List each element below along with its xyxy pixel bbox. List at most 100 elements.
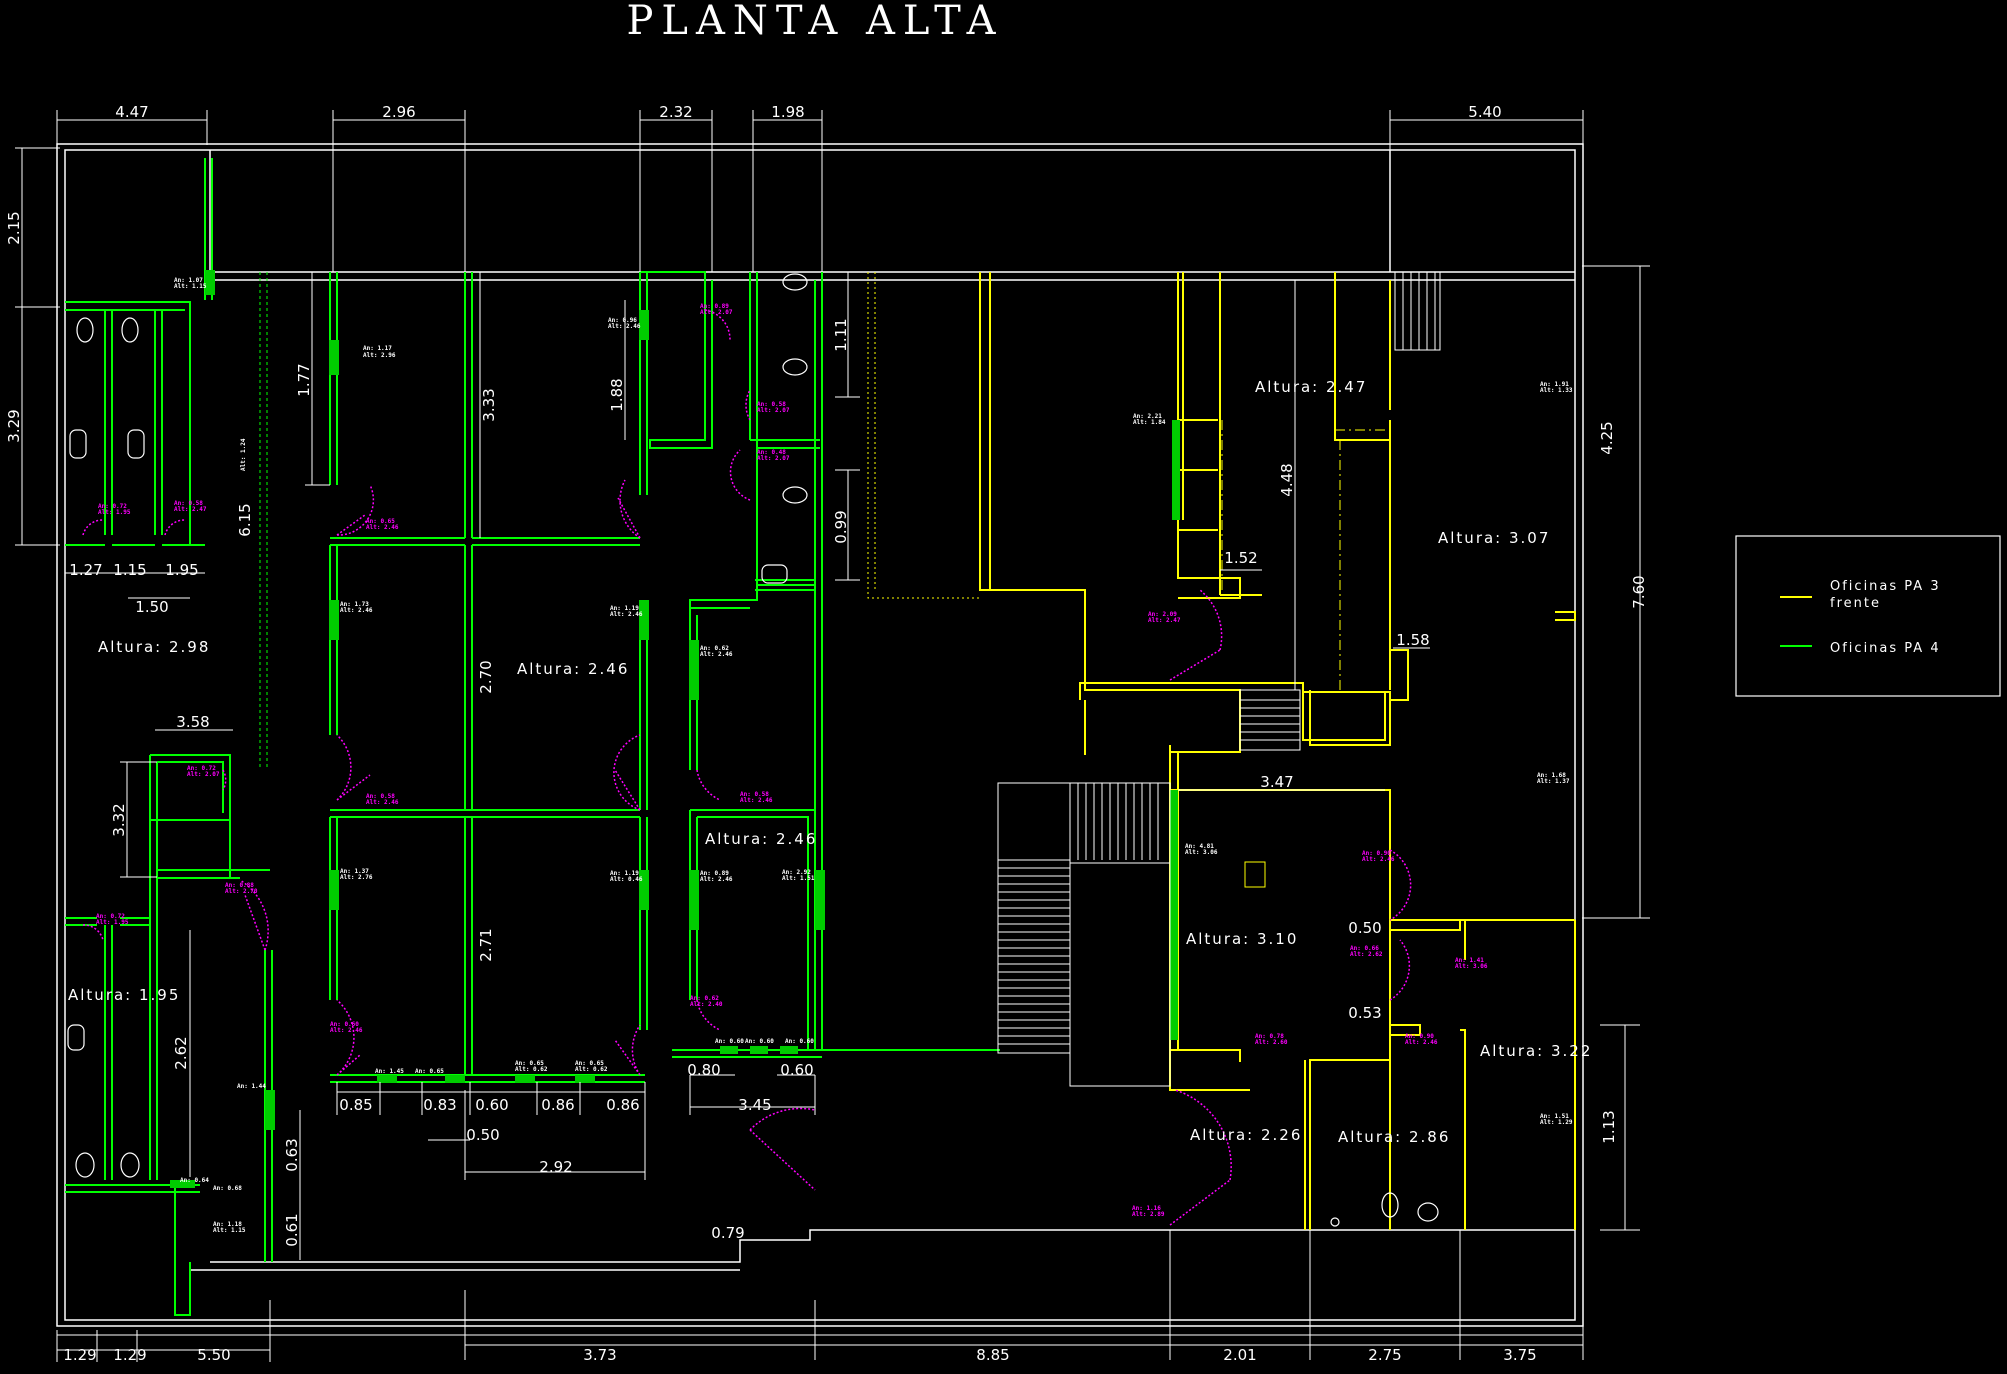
svg-text:An: 0.58: An: 0.58 [740, 791, 769, 798]
svg-text:An: 0.65: An: 0.65 [515, 1060, 544, 1067]
dim-right-3: 1.13 [1600, 1110, 1618, 1143]
legend-label-pa3-sub: frente [1830, 596, 1881, 611]
legend-box [1735, 535, 2001, 697]
pa3-hidden-lines [1221, 420, 1385, 690]
dim-left-3: 3.32 [110, 803, 128, 836]
dim-inner: 0.86 [606, 1096, 639, 1114]
svg-text:An: 2.21: An: 2.21 [1133, 413, 1162, 420]
room-label: Altura: 2.46 [705, 830, 817, 848]
dim-left-1: 2.15 [5, 211, 23, 244]
svg-text:Alt: 2.46: Alt: 2.46 [366, 799, 399, 806]
dimension-lines [15, 110, 1650, 1362]
legend-label-pa3: Oficinas PA 3 [1830, 579, 1941, 594]
svg-text:An: 1.41: An: 1.41 [1455, 957, 1484, 964]
svg-text:An: 0.72: An: 0.72 [98, 503, 127, 510]
dim-inner: 0.63 [283, 1138, 301, 1171]
svg-text:An: 0.48: An: 0.48 [757, 449, 786, 456]
svg-text:Alt: 2.62: Alt: 2.62 [1350, 951, 1383, 958]
svg-text:An: 0.72: An: 0.72 [187, 765, 216, 772]
dim-right-2: 7.60 [1630, 575, 1648, 608]
svg-text:Alt: 2.60: Alt: 2.60 [1255, 1039, 1288, 1046]
dim-bottom-8: 3.75 [1503, 1346, 1536, 1364]
svg-text:An: 1.37: An: 1.37 [340, 868, 369, 875]
pa3-walls [979, 272, 1576, 1230]
svg-text:Alt: 2.47: Alt: 2.47 [174, 506, 207, 513]
svg-text:An: 0.60: An: 0.60 [330, 1021, 359, 1028]
dim-inner: 3.33 [480, 388, 498, 421]
svg-text:An: 1.19: An: 1.19 [610, 605, 639, 612]
svg-text:Alt: 1.15: Alt: 1.15 [174, 283, 207, 290]
pa4-windows [170, 270, 1180, 1188]
svg-text:Alt: 3.06: Alt: 3.06 [1455, 963, 1488, 970]
legend: Oficinas PA 3 frente Oficinas PA 4 [1735, 535, 2001, 697]
dimension-labels: 4.47 2.96 2.32 1.98 5.40 1.29 1.29 5.50 … [5, 103, 1648, 1364]
dim-inner: 1.88 [608, 378, 626, 411]
dim-inner: 0.50 [1348, 919, 1381, 937]
svg-text:An: 0.58: An: 0.58 [757, 401, 786, 408]
svg-text:An: 1.16: An: 1.16 [1132, 1205, 1161, 1212]
dim-inner: 0.86 [541, 1096, 574, 1114]
svg-text:Alt: 2.46: Alt: 2.46 [740, 797, 773, 804]
svg-text:Alt: 2.07: Alt: 2.07 [187, 771, 220, 778]
svg-text:An: 0.78: An: 0.78 [1255, 1033, 1284, 1040]
svg-text:Alt: 1.29: Alt: 1.29 [1540, 1119, 1573, 1126]
svg-text:Alt: 2.07: Alt: 2.07 [757, 407, 790, 414]
svg-text:Alt: 3.06: Alt: 3.06 [1185, 849, 1218, 856]
fixtures [67, 273, 1439, 1227]
svg-text:An: 0.96: An: 0.96 [608, 317, 637, 324]
room-label: Altura: 2.46 [517, 660, 629, 678]
svg-text:An: 0.60: An: 0.60 [745, 1038, 774, 1045]
dim-top-1: 4.47 [115, 103, 148, 121]
dim-inner: 2.92 [539, 1158, 572, 1176]
dim-inner: 2.71 [477, 928, 495, 961]
dim-right-1: 4.25 [1598, 421, 1616, 454]
svg-text:An: 0.64: An: 0.64 [180, 1177, 209, 1184]
dim-top-2: 2.96 [382, 103, 415, 121]
stairs [997, 272, 1441, 1087]
svg-text:An: 0.88: An: 0.88 [225, 882, 254, 889]
dim-inner: 1.27 [69, 561, 102, 579]
svg-text:An: 2.09: An: 2.09 [1148, 611, 1177, 618]
dim-inner: 0.61 [283, 1213, 301, 1246]
plan-title: PLANTA ALTA [626, 0, 1003, 44]
svg-text:An: 0.58: An: 0.58 [174, 500, 203, 507]
dim-inner: 4.48 [1278, 463, 1296, 496]
svg-text:An: 0.65: An: 0.65 [415, 1068, 444, 1075]
dim-inner: 3.45 [738, 1096, 771, 1114]
room-label: Altura: 2.26 [1190, 1126, 1302, 1144]
room-label: Altura: 2.86 [1338, 1128, 1450, 1146]
svg-text:An: 0.65: An: 0.65 [366, 518, 395, 525]
svg-text:An: 1.44: An: 1.44 [237, 1083, 266, 1090]
svg-text:Alt: 1.24: Alt: 1.24 [240, 438, 247, 471]
svg-text:Alt: 2.47: Alt: 2.47 [1148, 617, 1181, 624]
dim-top-5: 5.40 [1468, 103, 1501, 121]
dim-inner: 3.47 [1260, 773, 1293, 791]
legend-label-pa4: Oficinas PA 4 [1830, 641, 1941, 656]
dim-bottom-5: 8.85 [976, 1346, 1009, 1364]
dim-inner: 1.15 [113, 561, 146, 579]
svg-text:Alt: 2.07: Alt: 2.07 [757, 455, 790, 462]
dim-left-2: 3.29 [5, 409, 23, 442]
svg-text:Alt: 0.46: Alt: 0.46 [610, 876, 643, 883]
svg-text:An: 1.18: An: 1.18 [213, 1221, 242, 1228]
room-label: Altura: 2.98 [98, 638, 210, 656]
dim-inner: 3.58 [176, 713, 209, 731]
dim-inner: 0.79 [711, 1224, 744, 1242]
svg-text:An: 1.73: An: 1.73 [340, 601, 369, 608]
svg-text:An: 0.68: An: 0.68 [213, 1185, 242, 1192]
svg-text:An: 0.58: An: 0.58 [366, 793, 395, 800]
dim-inner: 0.60 [475, 1096, 508, 1114]
room-label: Altura: 3.07 [1438, 529, 1550, 547]
dim-inner: 1.58 [1396, 631, 1429, 649]
dim-inner: 1.77 [295, 363, 313, 396]
svg-text:An: 0.89: An: 0.89 [700, 870, 729, 877]
dim-inner: 0.53 [1348, 1004, 1381, 1022]
svg-text:An: 0.62: An: 0.62 [690, 995, 719, 1002]
svg-text:Alt: 0.62: Alt: 0.62 [515, 1066, 548, 1073]
svg-text:An: 0.60: An: 0.60 [715, 1038, 744, 1045]
svg-text:Alt: 2.46: Alt: 2.46 [1362, 856, 1395, 863]
room-label: Altura: 3.10 [1186, 930, 1298, 948]
svg-text:An: 0.66: An: 0.66 [1350, 945, 1379, 952]
